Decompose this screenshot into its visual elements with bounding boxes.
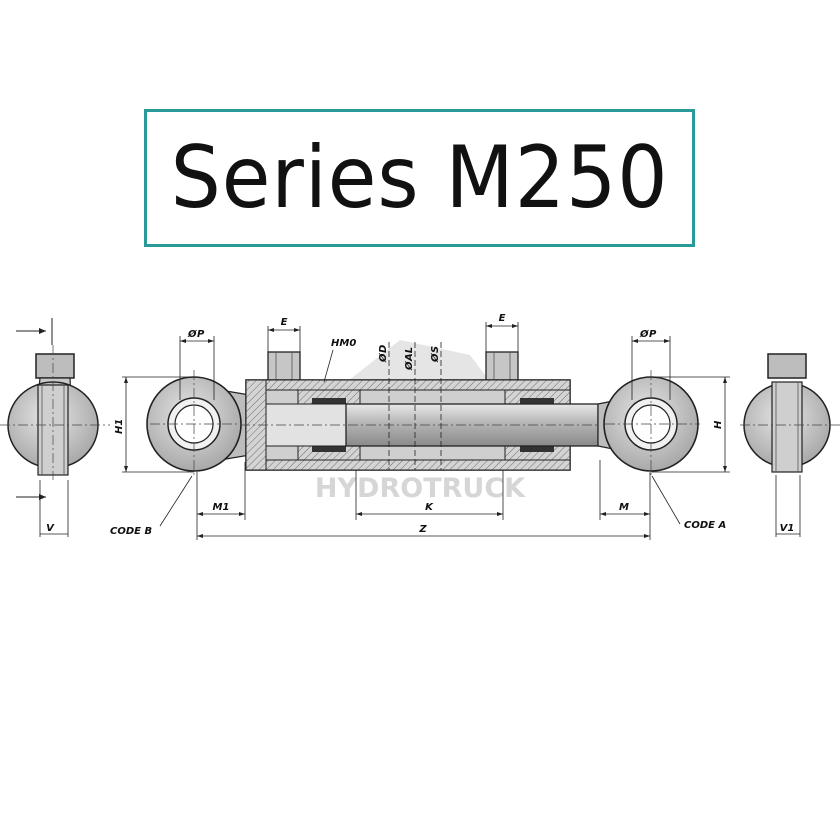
dim-v-label: V	[46, 523, 55, 534]
left-eye	[146, 370, 251, 478]
right-side-view	[740, 353, 840, 537]
dim-p-right-label: P	[649, 329, 657, 340]
dim-e-right-label: E	[499, 313, 506, 324]
diameter-symbol-al: Ø	[403, 361, 415, 371]
title-frame: Series M250	[144, 109, 695, 247]
dim-al-label: AL	[404, 347, 415, 362]
dim-m-label: M	[619, 502, 629, 513]
dim-h1-label: H1	[114, 419, 125, 434]
diameter-symbol-s: Ø	[429, 353, 441, 363]
dim-v1-label: V1	[780, 523, 795, 534]
watermark-text: HYDROTRUCK	[315, 473, 526, 504]
dim-h-label: H	[713, 420, 724, 429]
series-title: Series M250	[170, 128, 669, 228]
dim-z-label: Z	[418, 524, 427, 535]
dimension-lines	[122, 322, 730, 540]
dim-p-left-label: P	[197, 329, 205, 340]
dim-k-label: K	[425, 502, 434, 513]
dim-e-left-label: E	[281, 317, 288, 328]
code-b-label: CODE B	[110, 526, 152, 537]
diameter-symbol-d: Ø	[377, 353, 389, 363]
dim-m1-label: M1	[213, 502, 230, 513]
diameter-symbol-p-left: Ø	[187, 328, 197, 340]
right-eye	[603, 370, 700, 478]
dimension-arrows	[124, 324, 727, 538]
code-a-label: CODE A	[684, 520, 726, 531]
dim-s-label: S	[430, 346, 441, 353]
hm0-label: HM0	[331, 338, 356, 349]
cylinder-body	[240, 351, 629, 471]
dim-d-label: D	[378, 345, 389, 353]
left-side-view	[0, 318, 110, 537]
diameter-symbol-p-right: Ø	[639, 328, 649, 340]
